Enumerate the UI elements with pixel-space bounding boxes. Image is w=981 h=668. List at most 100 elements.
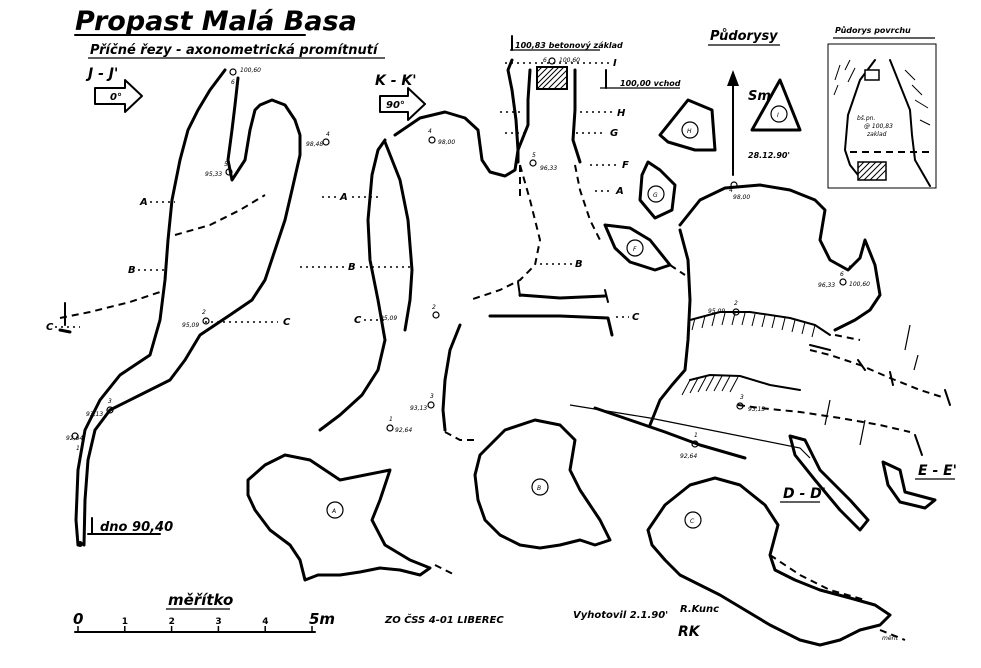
footer-made: Vyhotovil 2.1.90' <box>573 610 668 621</box>
survey-point-2-kk-value: 95,09 <box>380 315 397 322</box>
section-kk-walls <box>318 58 520 432</box>
plan-edge-dash-2 <box>737 404 911 433</box>
survey-point-4-plan <box>730 181 738 189</box>
survey-point-2-kk <box>432 311 440 319</box>
section-ee-label: E - E' <box>918 463 957 479</box>
plan-edge-dash <box>809 349 946 399</box>
meritko-small: měřit <box>882 635 899 642</box>
entrance-block-hatch <box>536 66 568 90</box>
survey-point-1-plan-num: 1 <box>694 432 698 439</box>
section-kk-label: K - K' <box>375 73 417 89</box>
entrance-label: 100,00 vchod <box>620 79 681 88</box>
survey-point-1-plan <box>691 440 699 448</box>
survey-point-2-plan-num: 2 <box>734 300 738 307</box>
survey-point-6-top-value: 100,60 <box>559 57 580 64</box>
survey-point-1-jj-num: 1 <box>76 445 80 452</box>
surface-plan-slopes <box>844 59 931 187</box>
survey-point-5-plan-num: 5 <box>848 265 852 272</box>
north-arrow-head <box>727 70 739 86</box>
survey-point-3-plan <box>736 402 744 410</box>
plan-shape-i-label: I <box>777 112 779 119</box>
survey-point-1-jj <box>71 432 79 440</box>
survey-point-4-kk-value: 98,00 <box>438 139 455 146</box>
survey-point-1-jj-value: 92,64 <box>66 435 83 442</box>
marker-a-top: A <box>615 186 624 197</box>
survey-point-4-kk-num: 4 <box>428 128 432 135</box>
dd-section-wall <box>593 406 747 460</box>
survey-point-6-top-num: 6 <box>543 57 547 64</box>
section-jj-tick <box>58 328 72 334</box>
scale-tick-label: 2 <box>169 617 175 627</box>
plan-shape-a <box>246 453 432 582</box>
section-kk-angle: 90° <box>386 100 405 111</box>
surface-plan-base-hatch <box>857 161 887 181</box>
plan-shape-b <box>473 418 612 550</box>
section-c-left-wall <box>441 323 462 432</box>
diagram-subtitle: Příčné řezy - axonometrická promítnutí <box>90 43 380 58</box>
section-jj-angle: 0° <box>110 92 122 103</box>
footer-author: R.Kunc <box>680 604 719 615</box>
marker-g-top: G <box>610 128 618 139</box>
scale-tick-label: 1 <box>122 617 128 627</box>
surface-plan-entrance <box>864 69 880 81</box>
plan-shape-b-label: B <box>537 485 541 492</box>
survey-point-6-plan-value: 100,60 <box>849 281 870 288</box>
survey-point-5-jj-num: 5 <box>224 161 228 168</box>
survey-point-6-jj <box>229 68 237 76</box>
plan-shape-b-circle <box>531 478 549 496</box>
plan-shape-h-circle <box>681 121 699 139</box>
scale-tick-label: 3 <box>215 617 221 627</box>
dd-section-line <box>569 404 811 459</box>
bottom-point <box>77 541 83 547</box>
surface-label-c: zaklad <box>866 131 887 138</box>
survey-point-2-kk-num: 2 <box>432 304 436 311</box>
section-jj-walls <box>74 68 302 547</box>
plan-shape-g <box>638 160 677 220</box>
section-b-end <box>604 289 609 303</box>
survey-point-3-jj-value: 93,13 <box>86 411 103 418</box>
survey-point-6-plan <box>839 278 847 286</box>
scale-label: měřítko <box>168 591 233 609</box>
surface-label-b: @ 100,83 <box>864 123 893 130</box>
survey-point-1-kk <box>386 424 394 432</box>
plan-shape-f-circle <box>626 239 644 257</box>
direction-arrow-kk <box>379 87 426 121</box>
plan-edge-end <box>914 389 951 456</box>
scale-tick-label: 5m <box>309 610 335 628</box>
ee-arrow-shape <box>881 460 937 510</box>
plan-edge-ticks <box>809 344 894 386</box>
plan-shape-a-label: A <box>331 508 336 515</box>
plan-shape-g-label: G <box>653 192 658 199</box>
survey-point-4-jj-value: 98,48 <box>306 141 323 148</box>
north-arrow-date: 28.12.90' <box>748 151 790 160</box>
plan-shape-g-circle <box>647 185 665 203</box>
section-b-floor <box>518 293 607 300</box>
survey-point-6-top <box>548 57 556 65</box>
plan-heading: Půdorysy <box>710 29 778 44</box>
survey-point-1-kk-value: 92,64 <box>395 427 412 434</box>
marker-h-top: H <box>617 108 626 119</box>
plan-shape-a-circle <box>326 501 344 519</box>
bottom-depth-label: dno 90,40 <box>100 520 173 535</box>
section-i-marker: I <box>613 58 617 69</box>
survey-point-3-kk <box>427 401 435 409</box>
survey-point-5-kk-num: 5 <box>532 152 536 159</box>
marker-b-left: B <box>128 265 136 276</box>
survey-point-5-jj-value: 95,33 <box>205 171 222 178</box>
entrance-shaft-dash <box>574 164 601 241</box>
plan-shape-c-label: C <box>690 518 695 525</box>
survey-point-2-jj <box>202 317 210 325</box>
section-jj-dash-upper <box>174 194 266 236</box>
survey-point-4-kk <box>428 136 436 144</box>
survey-point-6-jj-num: 6 <box>231 79 235 86</box>
marker-f-top: F <box>622 160 629 171</box>
survey-point-5-plan-value: 96,33 <box>818 282 835 289</box>
survey-point-4-jj-num: 4 <box>326 131 330 138</box>
survey-point-6-jj-value: 100,60 <box>240 67 261 74</box>
plan-shape-h <box>658 98 717 152</box>
entrance-shaft-walls <box>516 68 582 164</box>
section-c-dash <box>444 431 475 441</box>
section-b-start <box>517 281 521 297</box>
section-kk-dash <box>469 164 542 301</box>
